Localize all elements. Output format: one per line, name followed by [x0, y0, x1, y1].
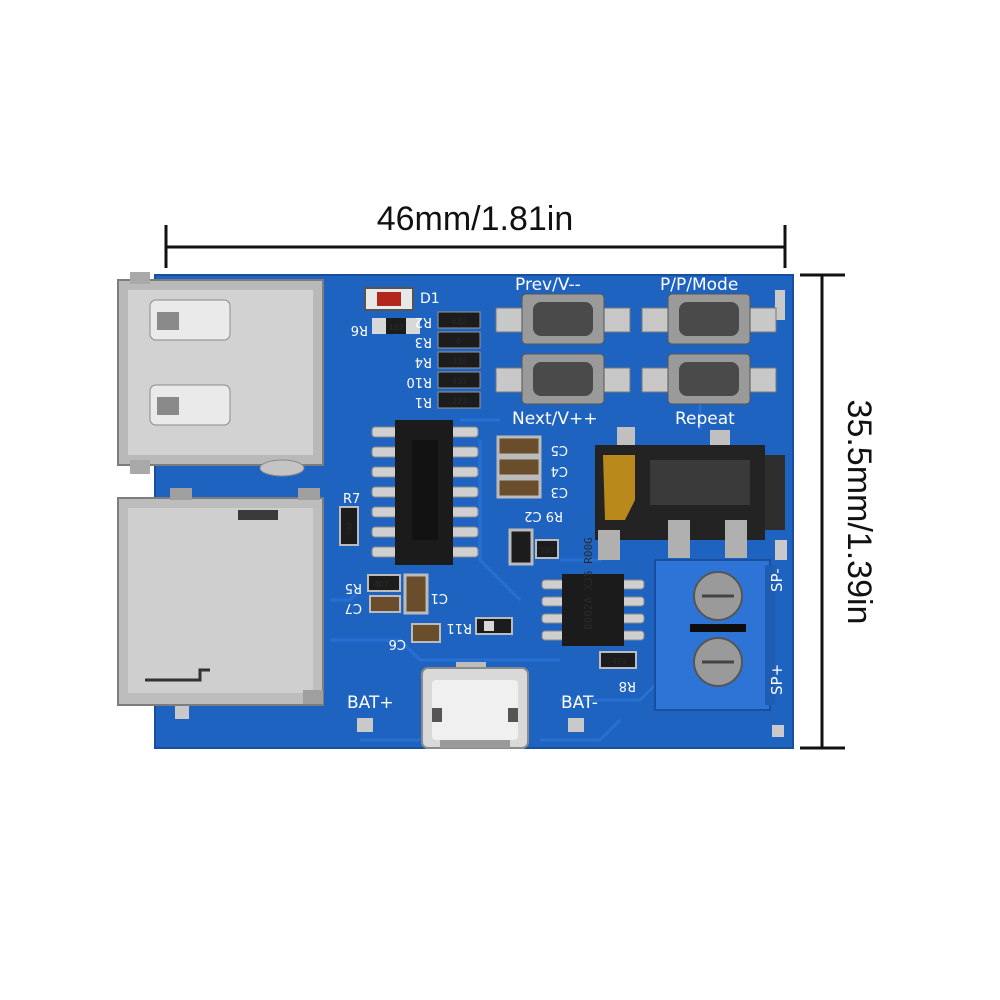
- amp-chip-code: 8002A XJ5 R00G: [582, 537, 595, 630]
- button-repeat: [641, 353, 777, 405]
- silk-sp-plus: SP+: [768, 664, 786, 695]
- silk-r8: R8: [619, 678, 636, 693]
- edge-pad: [175, 705, 189, 719]
- width-dimension: 46mm/1.81in: [164, 200, 787, 268]
- silk-r4: R4: [415, 354, 432, 369]
- height-label: 35.5mm/1.39in: [840, 400, 878, 625]
- silk-c5: C5: [551, 442, 568, 457]
- silk-r10: R10: [406, 374, 432, 389]
- r5-c7-c1-cluster: 4R7 R5 C7 C1: [345, 573, 448, 615]
- amplifier-chip: 8002A XJ5 R00G: [541, 537, 645, 646]
- resistor-r7: R7 332: [339, 492, 360, 546]
- silk-d1: D1: [420, 291, 440, 307]
- code-r6: 102: [389, 323, 404, 332]
- resistor-r4: 332 R4: [415, 351, 481, 369]
- silk-c7: C7: [345, 600, 362, 615]
- microsd-slot: [117, 488, 324, 706]
- resistor-r2: 622 R2: [415, 311, 481, 329]
- resistor-r3: 0 R3: [415, 331, 481, 349]
- code-r3: 0: [456, 337, 461, 346]
- silk-r11: R11: [446, 620, 472, 635]
- led-d1: D1: [364, 287, 440, 311]
- silk-r5: R5: [345, 580, 362, 595]
- code-r5: 4R7: [374, 580, 389, 589]
- silk-c3: C3: [551, 484, 568, 499]
- silk-r6: R6: [351, 322, 368, 337]
- bat-minus-pad: [568, 718, 584, 732]
- code-r10: 333: [452, 377, 467, 386]
- resistor-column: 622 R2 0 R3 332 R4 333 R10 223 R1: [406, 311, 481, 409]
- usb-a-port: [117, 272, 324, 477]
- code-r8: 473: [612, 657, 627, 666]
- pcb-traces: [330, 400, 702, 742]
- edge-pad: [775, 540, 787, 560]
- code-r1: 223: [452, 397, 467, 406]
- buttons: Prev/V-- P/P/Mode Next/V++ Repeat: [495, 275, 777, 429]
- silk-repeat: Repeat: [675, 409, 735, 429]
- silk-pp-mode: P/P/Mode: [660, 275, 738, 295]
- silk-sp-minus: SP-: [768, 568, 786, 592]
- resistor-r6: 102 R6: [351, 318, 420, 337]
- edge-pad: [772, 725, 784, 737]
- button-prev: [495, 293, 631, 345]
- code-r4: 332: [452, 357, 467, 366]
- silk-r3: R3: [415, 334, 432, 349]
- speaker-terminal: SP- SP+: [654, 559, 786, 711]
- resistor-r10: 333 R10: [406, 371, 481, 389]
- button-next: [495, 353, 631, 405]
- code-r2: 622: [452, 317, 467, 326]
- capacitor-c6: C6: [389, 623, 441, 651]
- silk-c1: C1: [431, 590, 448, 605]
- micro-usb-port: [421, 662, 529, 749]
- silk-bat-minus: BAT-: [561, 693, 598, 713]
- silk-r2: R2: [415, 314, 432, 329]
- button-pp-mode: [641, 293, 777, 345]
- height-dimension: 35.5mm/1.39in: [800, 273, 878, 750]
- bat-plus-pad: [357, 718, 373, 732]
- width-label: 46mm/1.81in: [377, 200, 574, 238]
- audio-jack: [595, 427, 785, 560]
- silk-c4: C4: [551, 463, 568, 478]
- capacitors-c5-c3: C5 C4 C3 R9 C2: [496, 435, 568, 523]
- silk-prev: Prev/V--: [515, 275, 581, 295]
- resistor-r11: R11: [446, 617, 513, 635]
- silk-c6: C6: [389, 636, 406, 651]
- silk-next: Next/V++: [512, 409, 597, 429]
- silk-r9-c2: R9 C2: [524, 508, 563, 523]
- resistor-r1: 223 R1: [415, 391, 481, 409]
- code-r7: 332: [346, 522, 354, 535]
- battery-and-usb: BAT+ BAT-: [347, 662, 598, 749]
- r9-c2-components: 103: [508, 528, 559, 566]
- silk-r7: R7: [343, 492, 360, 507]
- silk-bat-plus: BAT+: [347, 693, 394, 713]
- resistor-r8: 473 R8: [599, 651, 637, 693]
- main-ic: [371, 420, 479, 565]
- edge-pad: [775, 290, 785, 320]
- code-r9: 103: [540, 546, 555, 555]
- silk-r1: R1: [415, 394, 432, 409]
